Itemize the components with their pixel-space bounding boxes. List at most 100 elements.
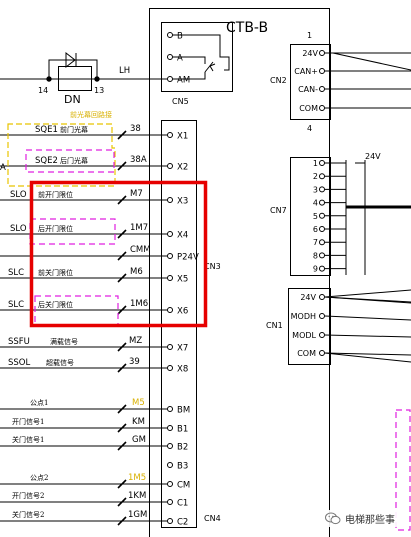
cn2-label: CN2 xyxy=(270,76,287,85)
cn3-desc-x5: 前关门限位 xyxy=(38,268,73,277)
diode-triangle xyxy=(65,51,76,69)
cn7-pin-1 xyxy=(319,160,325,166)
cn3-pin-label-x5: X5 xyxy=(177,275,188,285)
cn3-pin-x3 xyxy=(167,197,173,203)
cn1-wire-extra-3 xyxy=(324,352,411,363)
cn3-wire-label-x5: M6 xyxy=(130,267,143,277)
cn7-pin-label-1: 1 xyxy=(313,159,318,168)
cn3-wire-mark-x2 xyxy=(117,161,127,171)
cn3-desc-x4: 后开门限位 xyxy=(38,224,73,233)
cn4-pin-label-b1: B1 xyxy=(177,425,188,435)
board-title: CTB-B xyxy=(226,20,268,36)
watermark-text: 电梯那些事 xyxy=(345,515,395,526)
cn3-wire-mark-p24v xyxy=(117,251,127,261)
cn2-pin-label-1: CAN+ xyxy=(294,67,318,76)
dn-label: DN xyxy=(64,93,81,106)
cn2-pin-3 xyxy=(319,105,325,111)
cn7-voltage: 24V xyxy=(365,152,381,161)
cn4-label: CN4 xyxy=(204,514,221,523)
cn3-pin-x4 xyxy=(167,231,173,237)
cn4-desc-c1: 开门信号2 xyxy=(12,491,44,500)
load-wire-mark-x8 xyxy=(117,363,127,373)
cn5-contact-blade xyxy=(204,61,214,73)
load-switch-x8: SSOL xyxy=(8,358,30,368)
yellow-dashed-outline xyxy=(7,123,116,187)
dn-left-lead xyxy=(48,59,60,79)
cn1-wire-1 xyxy=(324,315,411,321)
cn3-desc-x3: 前开门限位 xyxy=(38,190,73,199)
load-wire-mark-x7 xyxy=(117,342,127,352)
terminal-14 xyxy=(46,76,52,82)
cn3-pin-label-x3: X3 xyxy=(177,197,188,207)
magenta-dashed-box-2 xyxy=(29,218,116,245)
cn7-pin-label-6: 6 xyxy=(313,225,318,234)
cn7-pin-label-8: 8 xyxy=(313,251,318,260)
cn3-wire-mark-x1 xyxy=(117,130,127,140)
cn3-wire-mark-x5 xyxy=(117,273,127,283)
cn4-pin-label-b2: B2 xyxy=(177,443,188,453)
cn7-pin-4 xyxy=(319,199,325,206)
load-pin-x8 xyxy=(167,365,173,371)
load-pin-x7 xyxy=(167,344,173,350)
cn5-pin-a xyxy=(167,54,173,60)
cn5-pin-label-b: B xyxy=(177,32,183,42)
cn7-pin-9 xyxy=(319,265,325,272)
top-fade-text: 前光幕回路接 xyxy=(70,110,112,119)
cn5-contact-arrow xyxy=(209,63,216,72)
cn5-pin-label-am: AM xyxy=(177,76,190,86)
cn3-pin-label-x2: X2 xyxy=(177,163,188,173)
cn3-wire-label-x3: M7 xyxy=(130,189,143,199)
dn-right-lead xyxy=(80,59,98,79)
cn7-label: CN7 xyxy=(270,206,287,215)
cn7-pin-label-5: 5 xyxy=(313,212,318,221)
cn4-pin-cm xyxy=(167,481,173,487)
cn7-pin-8 xyxy=(319,252,325,259)
cn2-pin-label-2: CAN- xyxy=(298,85,318,94)
cn1-pin-label-0: 24V xyxy=(300,293,316,302)
cn4-pin-bm xyxy=(167,406,173,412)
cn5-label: CN5 xyxy=(172,97,189,106)
cn4-desc-cm: 公点2 xyxy=(30,474,48,482)
cn7-24v-lead xyxy=(355,160,366,164)
cn7-box xyxy=(290,157,331,276)
cn1-pin-1 xyxy=(319,313,325,319)
terminal-14-label: 14 xyxy=(38,86,48,95)
cn3-switch-x4: SLO xyxy=(10,224,27,234)
cn3-switch-x5: SLC xyxy=(8,268,24,278)
cn3-pin-label-x6: X6 xyxy=(177,307,188,317)
cn7-pin-label-9: 9 xyxy=(313,265,318,274)
cn3-wire-label-x1: 38 xyxy=(130,124,141,134)
cn4-wire-mark-c2 xyxy=(117,516,127,526)
cn1-label: CN1 xyxy=(266,321,283,330)
cn3-pin-x2 xyxy=(167,163,173,169)
cn4-pin-b2 xyxy=(167,443,173,449)
cn3-pin-label-x1: X1 xyxy=(177,132,188,142)
cn7-pin-5 xyxy=(319,212,325,219)
cn4-pin-label-c2: C2 xyxy=(177,518,188,528)
load-pin-label-x7: X7 xyxy=(177,344,188,354)
cn3-wire-label-x6: 1M6 xyxy=(130,299,148,309)
cn7-pin-7 xyxy=(319,239,325,246)
cn1-wire-3 xyxy=(324,352,411,356)
cn1-pin-0 xyxy=(319,294,325,300)
terminal-13-label: 13 xyxy=(94,86,104,95)
left-edge-a: A xyxy=(0,163,6,173)
highlight-box xyxy=(29,180,208,328)
cn4-wire-label-bm: M5 xyxy=(132,398,145,408)
cn7-pin-2 xyxy=(319,173,325,180)
cn1-wire-extra-1 xyxy=(324,289,411,298)
cn1-wire-2 xyxy=(324,334,411,338)
load-wire-label-x8: 39 xyxy=(129,357,140,367)
cn4-desc-c2: 关门信号2 xyxy=(12,510,44,519)
cn1-pin-3 xyxy=(319,350,325,356)
cn7-pin-label-7: 7 xyxy=(313,238,318,247)
load-wire-label-x7: MZ xyxy=(129,336,142,346)
cn4-pin-b3 xyxy=(167,462,173,468)
cn3-desc-x6: 后关门限位 xyxy=(38,300,73,309)
cn3-switch-x2: SQE2 xyxy=(35,156,58,166)
watermark: 电梯那些事 xyxy=(322,510,398,527)
cn4-wire-label-c2: 1GM xyxy=(128,510,147,520)
dn-box xyxy=(58,66,92,91)
cn3-switch-x6: SLC xyxy=(8,300,24,310)
cn3-pin-label-p24v: P24V xyxy=(177,253,199,263)
